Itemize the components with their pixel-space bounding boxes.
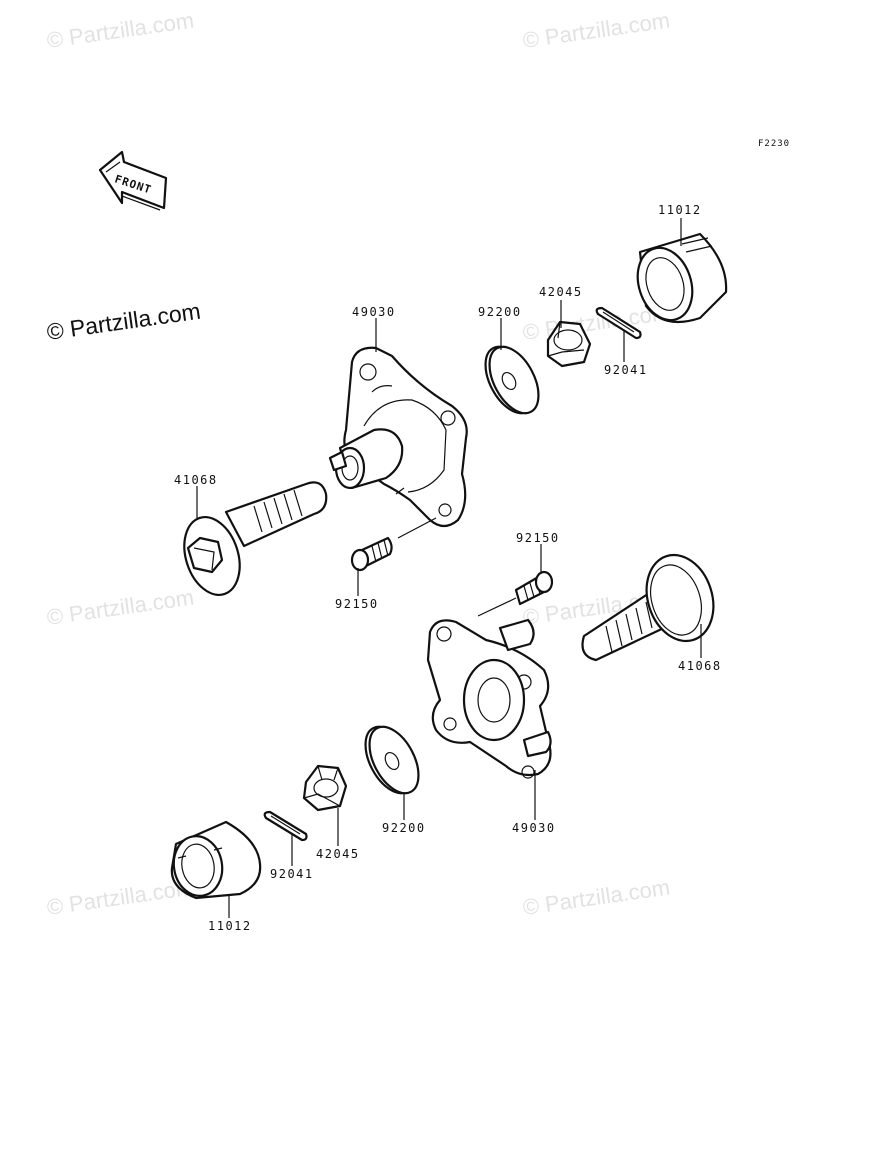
label-upper-nut: 42045 [539, 285, 583, 299]
label-lower-nut: 42045 [316, 847, 360, 861]
label-upper-cap: 11012 [658, 203, 702, 217]
lower-nut-part [302, 764, 348, 812]
label-lower-cap: 11012 [208, 919, 252, 933]
lower-hub-part [426, 618, 552, 779]
label-lower-pin: 92041 [270, 867, 314, 881]
leader-lines [196, 218, 702, 918]
lower-cotter-pin-part [263, 810, 308, 842]
label-lower-washer: 92200 [382, 821, 426, 835]
label-upper-axle: 41068 [174, 473, 218, 487]
watermark-top-right: © Partzilla.com [521, 8, 671, 53]
label-upper-bolt: 92150 [335, 597, 379, 611]
watermark-left-lower: © Partzilla.com [45, 585, 195, 630]
upper-bolt-axis [397, 517, 437, 539]
label-upper-pin: 92041 [604, 363, 648, 377]
label-upper-hub: 49030 [352, 305, 396, 319]
watermark-main: © Partzilla.com [45, 298, 202, 345]
lower-washer-part [364, 725, 420, 795]
lower-bolt-part [514, 570, 554, 606]
upper-nut-part [546, 320, 592, 368]
upper-cotter-pin-part [595, 306, 642, 340]
watermark-bottom-right: © Partzilla.com [521, 875, 671, 920]
lower-axle-part [581, 553, 715, 662]
upper-hub-part [328, 346, 468, 528]
label-lower-axle: 41068 [678, 659, 722, 673]
figure-code: F2230 [758, 139, 790, 149]
label-upper-washer: 92200 [478, 305, 522, 319]
watermark-bottom-left: © Partzilla.com [45, 875, 195, 920]
upper-washer-part [484, 345, 540, 415]
label-lower-bolt: 92150 [516, 531, 560, 545]
upper-cap-part [636, 232, 728, 324]
upper-bolt-part [350, 536, 393, 572]
upper-axle-part [183, 481, 328, 596]
lower-cap-part [170, 820, 262, 900]
front-arrow-icon: FRONT [98, 150, 168, 211]
watermark-top-left: © Partzilla.com [45, 8, 195, 53]
lower-bolt-axis [477, 597, 517, 617]
label-lower-hub: 49030 [512, 821, 556, 835]
